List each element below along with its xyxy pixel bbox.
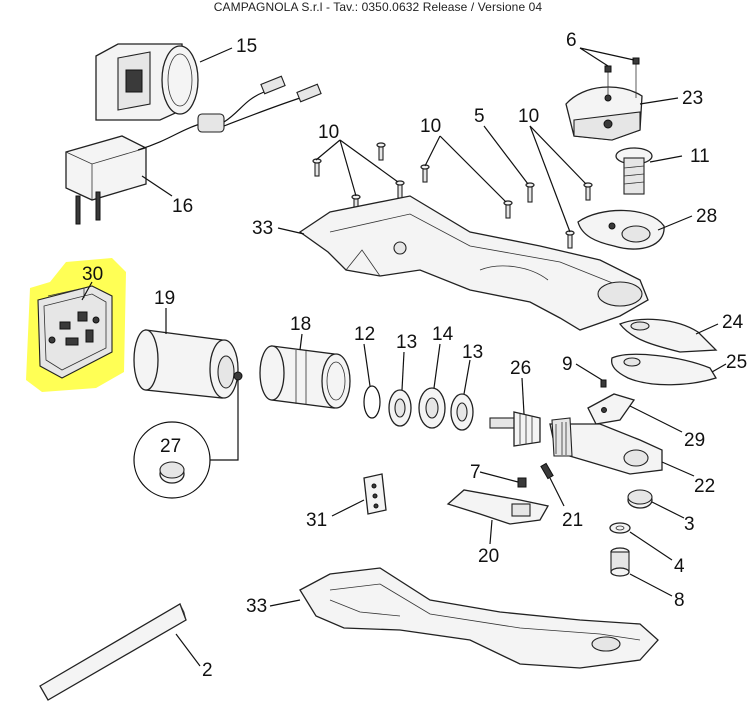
label-10-left: 10 — [318, 122, 339, 143]
label-25: 25 — [726, 352, 747, 373]
part-26-gear — [489, 411, 541, 447]
label-6: 6 — [566, 30, 577, 51]
label-12: 12 — [354, 324, 375, 345]
label-28: 28 — [696, 206, 717, 227]
part-24-upper-blade — [618, 318, 718, 353]
part-8-screw — [610, 547, 630, 577]
part-11-pivot-bolt — [615, 147, 653, 195]
part-28-blade-plate — [577, 209, 665, 250]
label-23: 23 — [682, 88, 703, 109]
label-20: 20 — [478, 546, 499, 567]
label-15: 15 — [236, 36, 257, 57]
part-3-nut — [627, 489, 653, 509]
label-29: 29 — [684, 430, 705, 451]
label-21: 21 — [562, 510, 583, 531]
label-24: 24 — [722, 312, 744, 333]
part-18-gearbox-housing — [259, 345, 351, 409]
part-29-plate — [587, 379, 636, 425]
part-30-circuit-board — [26, 258, 126, 392]
label-18: 18 — [290, 314, 311, 335]
label-7: 7 — [470, 462, 481, 483]
part-15-battery — [95, 43, 199, 121]
label-10-right: 10 — [518, 106, 539, 127]
label-9: 9 — [562, 354, 573, 375]
part-19-motor — [133, 329, 243, 399]
part-4-washer — [609, 522, 631, 534]
part-2-blade-guard — [39, 603, 187, 701]
label-26: 26 — [510, 358, 531, 379]
part-16-charger — [65, 75, 322, 225]
label-10-middle: 10 — [420, 116, 441, 137]
part-20-trigger — [446, 489, 550, 525]
label-11: 11 — [690, 146, 710, 167]
label-8: 8 — [674, 590, 685, 611]
leader-lines — [81, 47, 727, 667]
label-16: 16 — [172, 196, 193, 217]
part-7-screw — [517, 477, 527, 488]
label-14: 14 — [432, 324, 454, 345]
label-3: 3 — [684, 514, 695, 535]
bearings-group — [363, 385, 474, 431]
label-22: 22 — [694, 476, 715, 497]
drawing-header: CAMPAGNOLA S.r.l - Tav.: 0350.0632 Relea… — [213, 0, 543, 14]
label-33-lower: 33 — [246, 596, 267, 617]
label-2: 2 — [202, 660, 213, 681]
label-13-first: 13 — [396, 332, 417, 353]
part-33-upper-housing — [298, 195, 649, 331]
part-number-labels: 15 16 6 23 11 10 10 5 10 33 28 30 19 18 … — [82, 30, 747, 681]
label-31: 31 — [306, 510, 327, 531]
part-27-motor-pinion — [133, 380, 239, 499]
label-4: 4 — [674, 556, 685, 577]
label-13-second: 13 — [462, 342, 483, 363]
part-31-switch — [363, 473, 387, 515]
label-19: 19 — [154, 288, 175, 309]
part-21-pin — [540, 462, 554, 480]
part-22-blade-holder — [549, 417, 663, 475]
label-27: 27 — [160, 436, 181, 457]
label-30: 30 — [82, 264, 103, 285]
part-23-top-cover — [565, 57, 643, 141]
part-25-lower-blade — [610, 353, 717, 386]
label-5: 5 — [474, 106, 485, 127]
part-33-lower-housing — [299, 567, 659, 669]
label-33-upper: 33 — [252, 218, 273, 239]
